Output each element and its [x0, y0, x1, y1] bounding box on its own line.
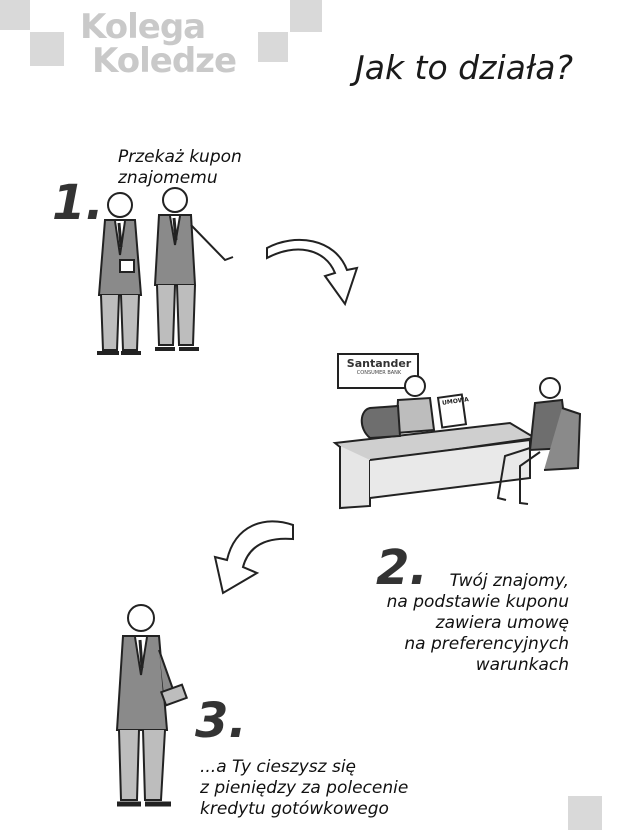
decor-square [258, 32, 288, 62]
caption-line: na podstawie kuponu [386, 592, 569, 612]
caption-line: ...a Ty cieszysz się [200, 757, 356, 777]
step-3-caption: ...a Ty cieszysz się z pieniędzy za pole… [200, 757, 408, 820]
curved-arrow-icon [266, 238, 359, 307]
step-3-number: 3. [195, 693, 247, 749]
curved-arrow-icon [213, 520, 294, 595]
logo-line-1: Kolega [80, 7, 206, 47]
caption-line: warunkach [475, 655, 569, 675]
logo: Kolega Koledze [80, 7, 237, 81]
office-sign: Santander CONSUMER BANK [341, 357, 417, 376]
sign-brand: Santander [346, 357, 412, 370]
page-title: Jak to działa? [355, 48, 574, 87]
caption-line: Twój znajomy, [449, 571, 569, 591]
decor-square [290, 0, 322, 32]
step-1-number: 1. [52, 175, 104, 231]
step-2-caption: Twój znajomy, na podstawie kuponu zawier… [355, 571, 569, 676]
man-with-money-illustration [115, 604, 189, 807]
caption-line: na preferencyjnych [404, 634, 569, 654]
caption-line: zawiera umowę [435, 613, 569, 633]
caption-line: kredytu gotówkowego [200, 799, 389, 819]
step-2-number: 2. [376, 540, 428, 596]
decor-square [0, 0, 30, 30]
caption-line: znajomemu [118, 168, 218, 188]
caption-line: Przekaż kupon [118, 147, 242, 167]
sign-subtitle: CONSUMER BANK [356, 370, 402, 376]
caption-line: z pieniędzy za polecenie [200, 778, 409, 798]
step-1-caption: Przekaż kupon znajomemu [118, 147, 242, 189]
decor-square [30, 32, 64, 66]
logo-line-2: Koledze [92, 41, 237, 81]
two-men-illustration [97, 187, 234, 355]
decor-square [568, 796, 602, 830]
bank-office-illustration [332, 353, 582, 510]
